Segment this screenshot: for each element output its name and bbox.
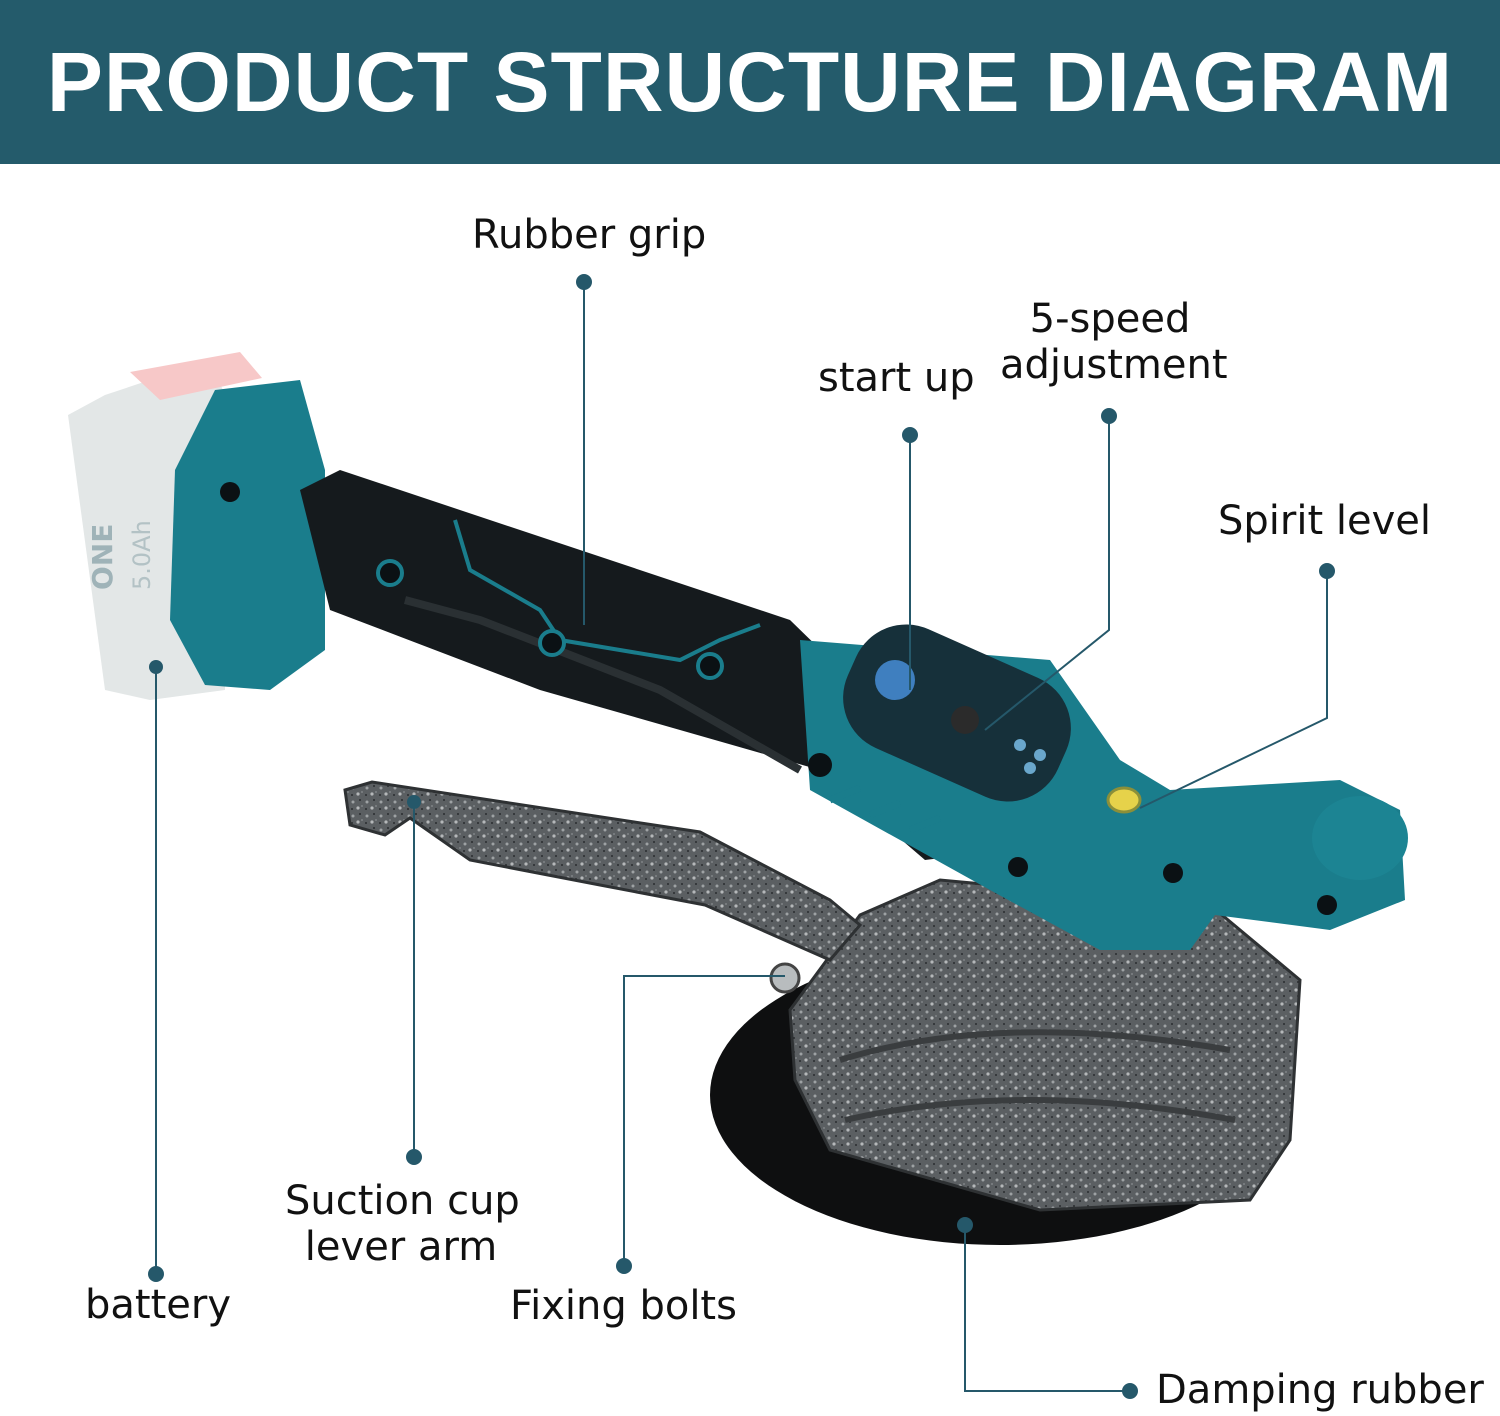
leader-lines bbox=[155, 282, 1328, 1392]
label-suction-cup-lever-arm: Suction cup lever arm bbox=[285, 1178, 520, 1270]
start-up-button bbox=[875, 660, 915, 700]
leader-spirit-level bbox=[1139, 571, 1328, 809]
label-damping-rubber: Damping rubber bbox=[1156, 1367, 1484, 1413]
leader-dots bbox=[148, 274, 1335, 1399]
label-spirit-level: Spirit level bbox=[1218, 498, 1431, 544]
battery-mount bbox=[170, 380, 325, 690]
speed-button bbox=[951, 706, 979, 734]
label-fixing-bolts: Fixing bolts bbox=[510, 1283, 737, 1329]
fixing-bolt-head bbox=[769, 962, 801, 994]
page-title: PRODUCT STRUCTURE DIAGRAM bbox=[46, 34, 1454, 129]
header-banner: PRODUCT STRUCTURE DIAGRAM bbox=[0, 0, 1500, 164]
label-start-up: start up bbox=[818, 355, 975, 401]
leader-fixing-bolts bbox=[623, 975, 785, 1266]
suction-cup-housing bbox=[788, 878, 1302, 1212]
suction-cup-base bbox=[710, 878, 1302, 1245]
label-rubber-grip: Rubber grip bbox=[472, 212, 707, 258]
leader-damping-rubber bbox=[964, 1225, 1130, 1392]
svg-text:5.0Ah: 5.0Ah bbox=[128, 520, 156, 590]
leader-speed bbox=[984, 416, 1110, 731]
label-5-speed-adjustment: 5-speed adjustment bbox=[1000, 296, 1228, 388]
label-battery: battery bbox=[85, 1282, 231, 1328]
spirit-level-bubble bbox=[1106, 786, 1142, 814]
suction-cup-lever-arm bbox=[343, 780, 863, 962]
svg-text:ONE: ONE bbox=[86, 524, 119, 590]
tool-handle bbox=[170, 380, 1408, 950]
